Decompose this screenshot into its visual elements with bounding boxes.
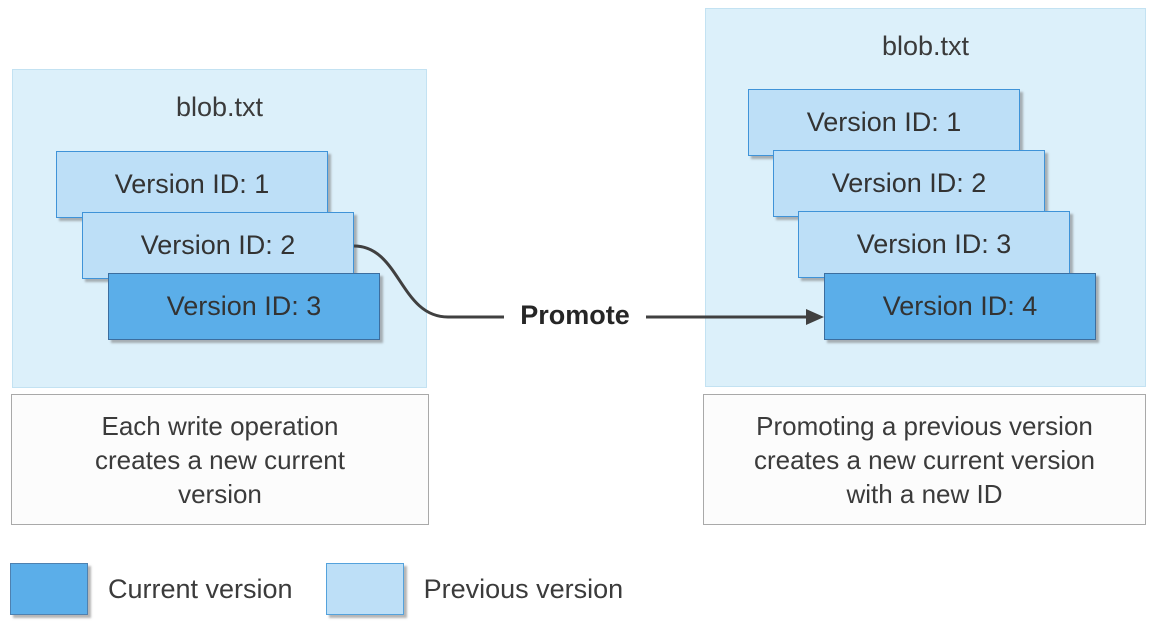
right-version-card-3: Version ID: 3 bbox=[798, 211, 1070, 278]
promote-label: Promote bbox=[520, 300, 630, 330]
left-version-card-3-current: Version ID: 3 bbox=[108, 273, 380, 340]
right-version-card-4-current: Version ID: 4 bbox=[824, 273, 1096, 340]
version-label: Version ID: 3 bbox=[166, 291, 322, 321]
right-version-card-1: Version ID: 1 bbox=[748, 89, 1020, 156]
left-caption-box: Each write operation creates a new curre… bbox=[11, 394, 429, 525]
version-label: Version ID: 2 bbox=[140, 230, 296, 260]
current-version-swatch-icon bbox=[10, 563, 88, 615]
caption-line: Promoting a previous version bbox=[756, 410, 1093, 441]
version-label: Version ID: 4 bbox=[882, 291, 1038, 321]
left-version-card-1: Version ID: 1 bbox=[56, 151, 328, 218]
version-label: Version ID: 3 bbox=[856, 229, 1012, 259]
right-blob-title: blob.txt bbox=[881, 31, 970, 61]
caption-line: creates a new current bbox=[94, 444, 345, 475]
left-version-card-2: Version ID: 2 bbox=[82, 212, 354, 279]
caption-line: Each write operation bbox=[101, 410, 339, 441]
version-label: Version ID: 1 bbox=[806, 107, 962, 137]
legend-item-previous: Previous version bbox=[325, 563, 624, 615]
caption-line: with a new ID bbox=[846, 478, 1003, 509]
version-label: Version ID: 2 bbox=[831, 168, 987, 198]
left-blob-title: blob.txt bbox=[175, 92, 264, 122]
right-version-card-2: Version ID: 2 bbox=[773, 150, 1045, 217]
legend-label-previous: Previous version bbox=[423, 573, 624, 604]
caption-line: version bbox=[178, 478, 262, 509]
legend-label-current: Current version bbox=[108, 573, 293, 604]
caption-line: creates a new current version bbox=[753, 444, 1096, 475]
legend: Current version Previous version bbox=[10, 563, 623, 615]
right-caption-box: Promoting a previous version creates a n… bbox=[703, 394, 1146, 525]
previous-version-swatch-icon bbox=[325, 563, 404, 615]
legend-item-current: Current version bbox=[10, 563, 293, 615]
version-label: Version ID: 1 bbox=[114, 169, 270, 199]
